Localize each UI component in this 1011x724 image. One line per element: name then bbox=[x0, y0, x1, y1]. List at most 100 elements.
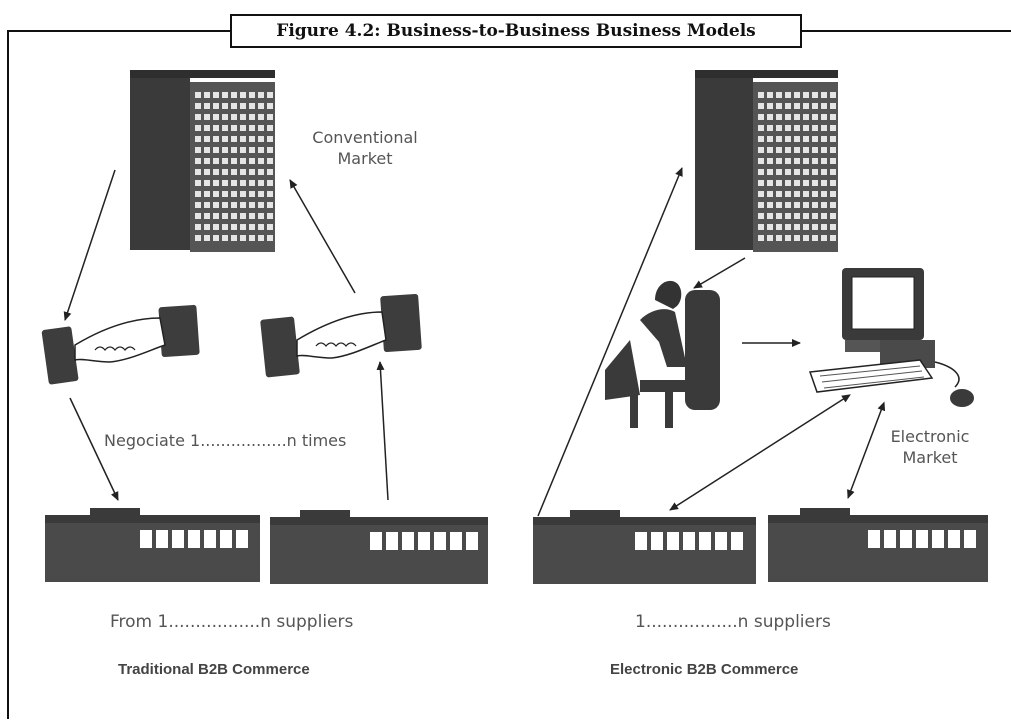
tower-window bbox=[231, 103, 237, 109]
tower-window bbox=[785, 235, 791, 241]
tower-window bbox=[758, 103, 764, 109]
tower-window bbox=[204, 191, 210, 197]
tower-window bbox=[830, 191, 836, 197]
tower-window bbox=[249, 92, 255, 98]
tower-window bbox=[231, 114, 237, 120]
tower-window bbox=[821, 114, 827, 120]
tower-window bbox=[767, 92, 773, 98]
warehouse-window bbox=[220, 530, 232, 548]
tower-window bbox=[258, 92, 264, 98]
tower-window bbox=[794, 169, 800, 175]
warehouse-window bbox=[386, 532, 398, 550]
warehouse-window bbox=[715, 532, 727, 550]
tower-window bbox=[830, 92, 836, 98]
tower-window bbox=[767, 103, 773, 109]
tower-window bbox=[195, 202, 201, 208]
tower-window bbox=[231, 136, 237, 142]
tower-window bbox=[204, 180, 210, 186]
tower-window bbox=[794, 202, 800, 208]
tower-window bbox=[830, 202, 836, 208]
tower-window bbox=[794, 224, 800, 230]
tower-window bbox=[794, 147, 800, 153]
tower-window bbox=[195, 158, 201, 164]
tower-window bbox=[213, 202, 219, 208]
tower-window bbox=[249, 103, 255, 109]
tower-window bbox=[240, 125, 246, 131]
tower-window bbox=[249, 213, 255, 219]
tower-window bbox=[776, 125, 782, 131]
tower-window bbox=[249, 169, 255, 175]
warehouse-window bbox=[204, 530, 216, 548]
frame-border bbox=[7, 30, 232, 719]
tower-window bbox=[758, 92, 764, 98]
tower-window bbox=[249, 235, 255, 241]
tower-window bbox=[767, 136, 773, 142]
tower-window bbox=[222, 191, 228, 197]
tower-window bbox=[794, 103, 800, 109]
tower-window bbox=[758, 125, 764, 131]
tower-window bbox=[785, 92, 791, 98]
tower-window bbox=[785, 213, 791, 219]
tower-window bbox=[195, 114, 201, 120]
tower-window bbox=[758, 158, 764, 164]
tower-window bbox=[249, 191, 255, 197]
arrow-tower-to-handshake bbox=[63, 169, 116, 321]
tower-window bbox=[821, 169, 827, 175]
tower-window bbox=[776, 147, 782, 153]
tower-window bbox=[222, 224, 228, 230]
tower-window bbox=[785, 191, 791, 197]
tower-window bbox=[267, 114, 273, 120]
tower-window bbox=[204, 213, 210, 219]
tower-window bbox=[794, 191, 800, 197]
tower-window bbox=[794, 180, 800, 186]
tower-window bbox=[812, 169, 818, 175]
tower-window bbox=[812, 158, 818, 164]
tower-window bbox=[213, 235, 219, 241]
tower-window bbox=[222, 92, 228, 98]
tower-window bbox=[767, 180, 773, 186]
tower-window bbox=[195, 147, 201, 153]
tower-window bbox=[258, 235, 264, 241]
tower-window bbox=[213, 169, 219, 175]
warehouse-window bbox=[699, 532, 711, 550]
tower-window bbox=[258, 114, 264, 120]
tower-window bbox=[821, 158, 827, 164]
tower-window bbox=[812, 103, 818, 109]
tower-window bbox=[767, 235, 773, 241]
tower-window bbox=[231, 169, 237, 175]
warehouse-left-2 bbox=[270, 510, 488, 584]
tower-window bbox=[812, 114, 818, 120]
tower-window bbox=[222, 136, 228, 142]
warehouse-right-1 bbox=[533, 510, 756, 584]
tower-window bbox=[803, 125, 809, 131]
tower-window bbox=[785, 125, 791, 131]
tower-window bbox=[267, 202, 273, 208]
tower-window bbox=[776, 224, 782, 230]
tower-window bbox=[803, 114, 809, 120]
tower-window bbox=[231, 92, 237, 98]
tower-window bbox=[204, 92, 210, 98]
tower-window bbox=[821, 147, 827, 153]
warehouse-left-1 bbox=[45, 508, 260, 582]
tower-window bbox=[785, 202, 791, 208]
person-at-terminal-icon bbox=[605, 280, 720, 428]
tower-window bbox=[267, 103, 273, 109]
warehouse-window bbox=[418, 532, 430, 550]
tower-window bbox=[231, 158, 237, 164]
tower-window bbox=[213, 180, 219, 186]
tower-window bbox=[240, 180, 246, 186]
tower-window bbox=[803, 235, 809, 241]
tower-window bbox=[213, 114, 219, 120]
warehouse-window bbox=[683, 532, 695, 550]
tower-window bbox=[267, 92, 273, 98]
warehouse-window bbox=[140, 530, 152, 548]
tower-window bbox=[812, 125, 818, 131]
tower-window bbox=[258, 136, 264, 142]
tower-window bbox=[231, 202, 237, 208]
tower-window bbox=[240, 202, 246, 208]
tower-window bbox=[213, 158, 219, 164]
tower-window bbox=[776, 103, 782, 109]
tower-window bbox=[794, 125, 800, 131]
tower-window bbox=[830, 125, 836, 131]
